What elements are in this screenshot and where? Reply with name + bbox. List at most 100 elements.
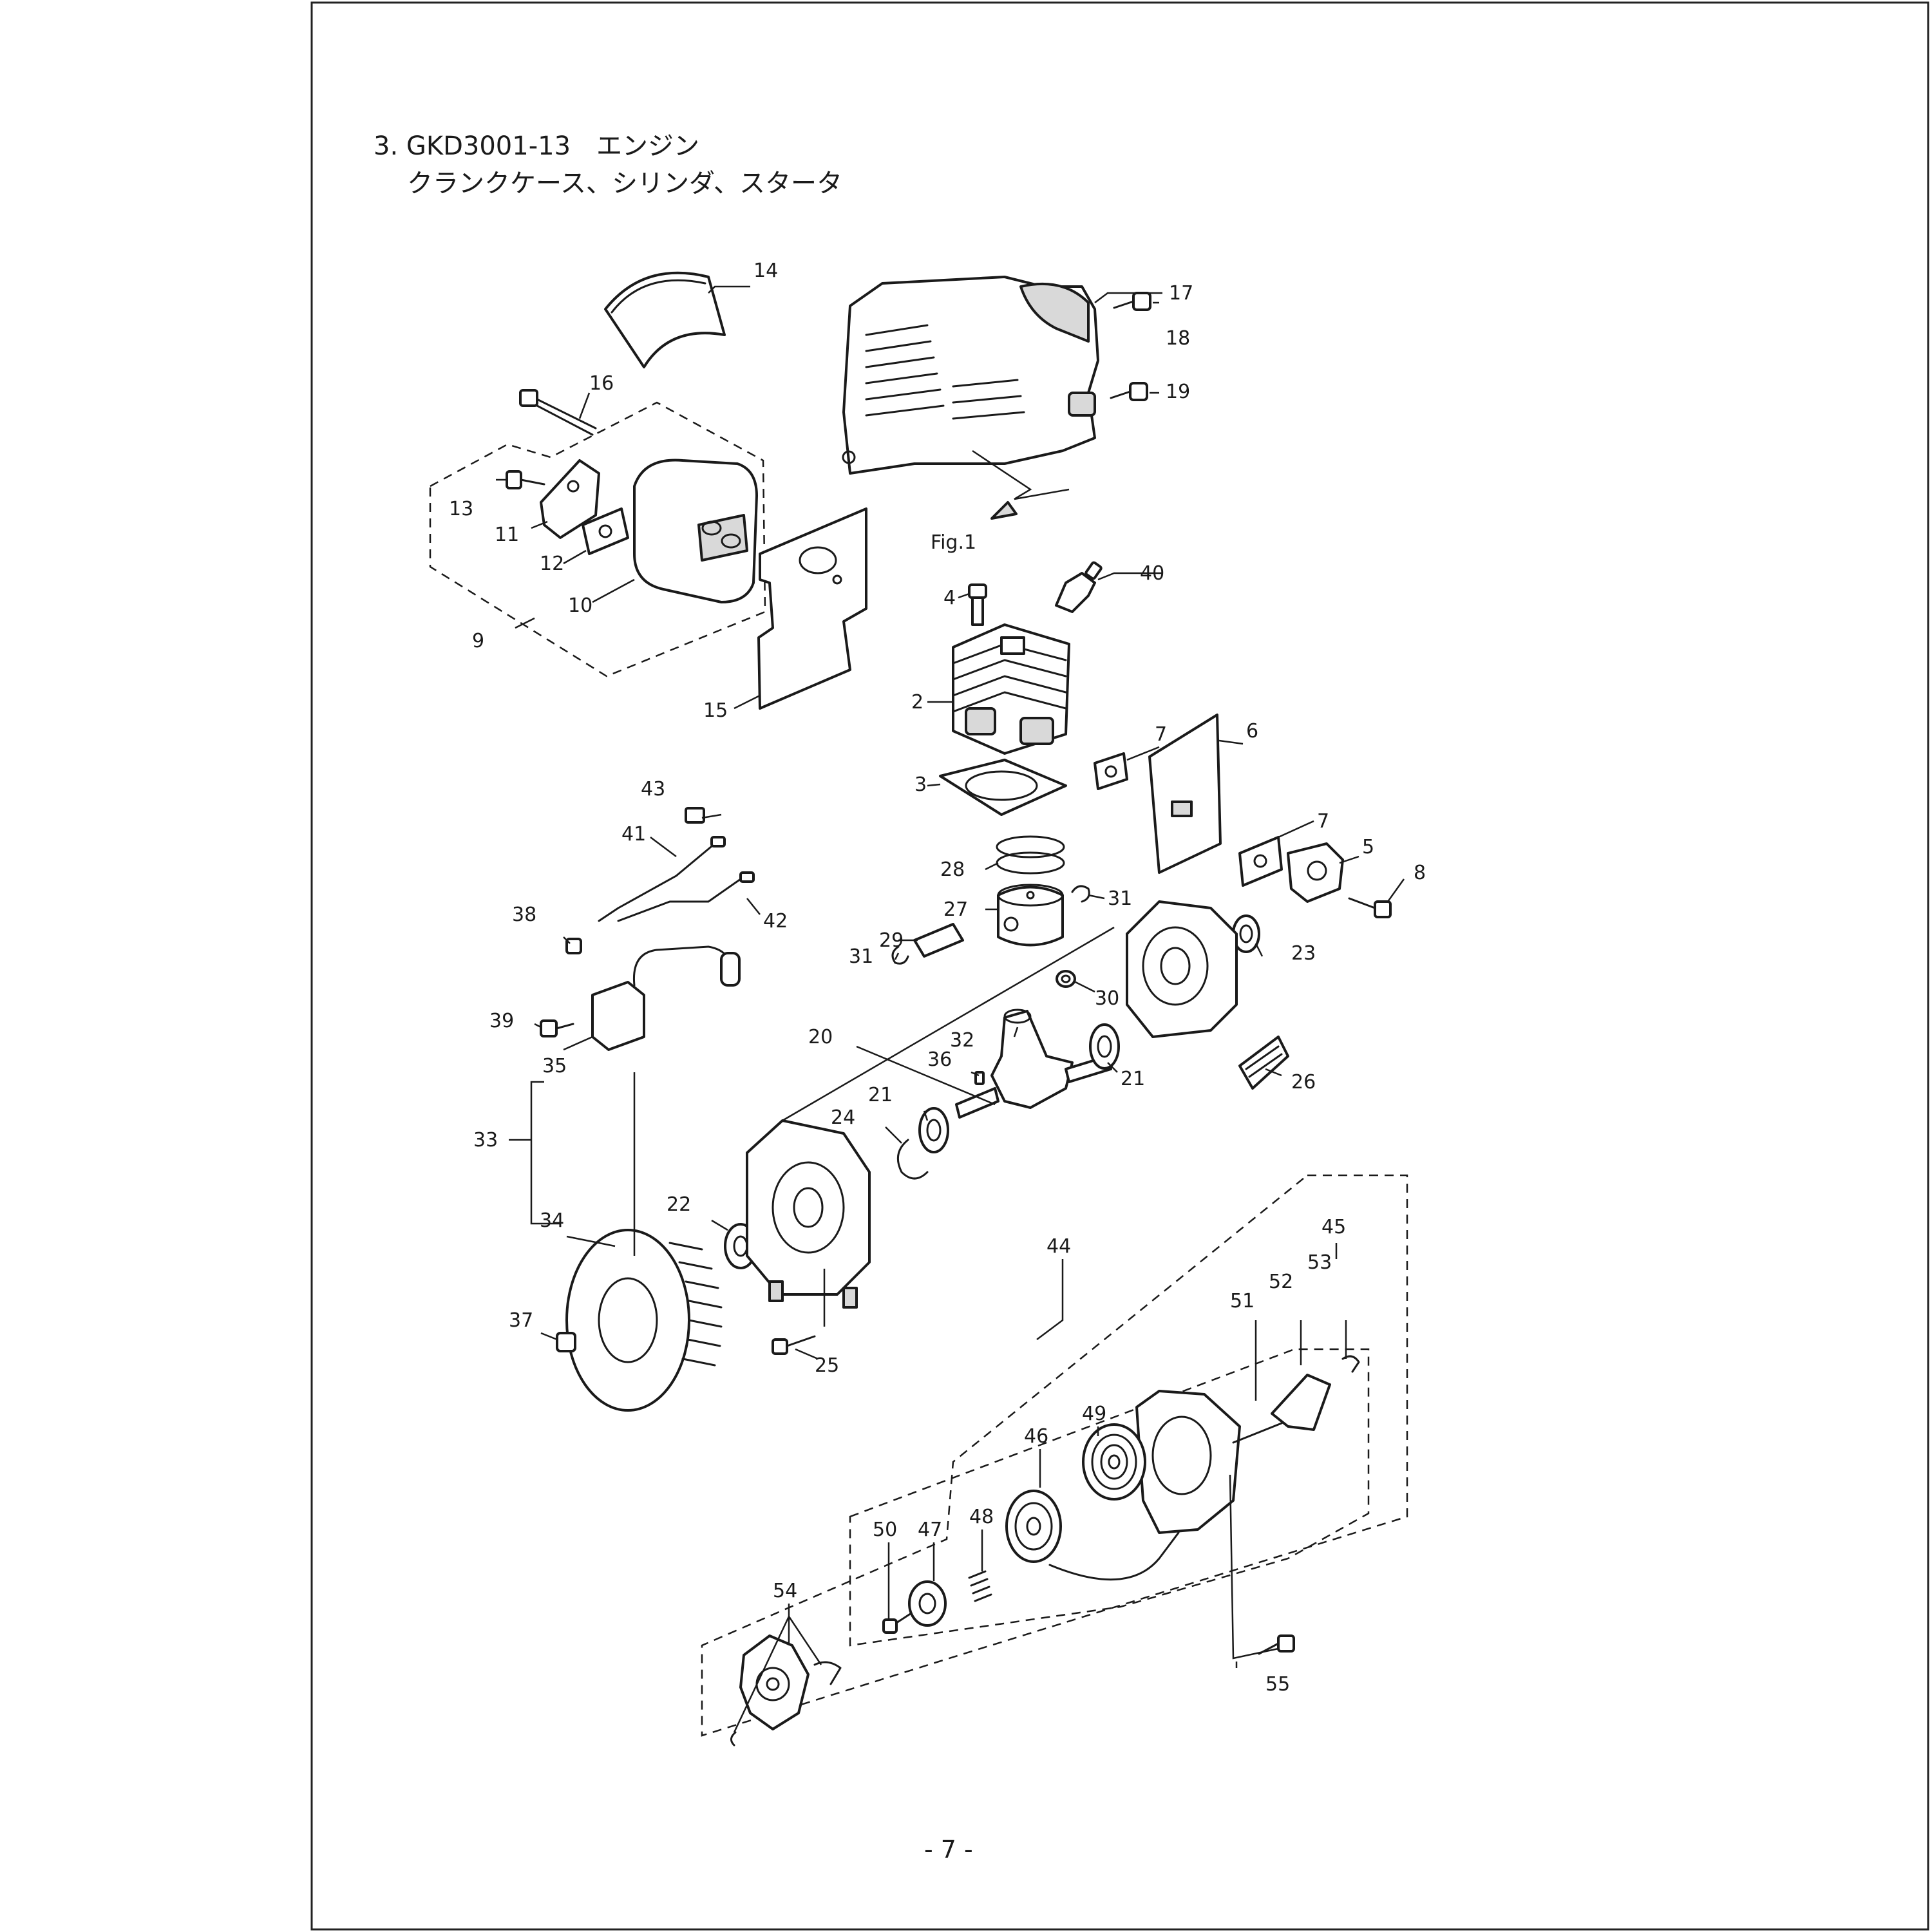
muffler-bracket-part-11 [540,459,600,539]
callout-20: 20 [808,1026,833,1048]
callout-13: 13 [449,498,473,520]
callout-16: 16 [589,372,614,395]
callout-14: 14 [753,260,778,282]
return-spring-part-48 [968,1570,992,1602]
cylinder-gasket-part-3 [939,759,1067,816]
fig1-reference-arrow [972,450,1070,500]
callout-50: 50 [873,1519,897,1541]
callout-39: 39 [489,1010,514,1032]
callout-34: 34 [540,1209,564,1232]
page-border [310,1,1929,1931]
callout-25: 25 [815,1354,839,1377]
callout-45: 45 [1321,1216,1346,1238]
guide-plate-part-6 [1148,714,1222,874]
callout-52: 52 [1269,1271,1293,1293]
callout-51: 51 [1230,1290,1255,1312]
callout-2: 2 [911,691,923,714]
callout-46: 46 [1024,1425,1048,1448]
callout-24: 24 [831,1106,855,1129]
callout-5: 5 [1362,836,1374,858]
callout-6: 6 [1246,720,1258,743]
snap-ring-part-24 [896,1139,929,1180]
crankcase-right-half [1126,900,1238,1038]
flywheel-part-34 [565,1229,723,1412]
bearing-part-21-left [918,1107,949,1153]
callout-38: 38 [512,904,536,926]
bolt-part-39 [540,1019,574,1037]
insulator-gasket-part-7-lower [1238,836,1283,887]
callout-15: 15 [703,699,728,722]
callout-23: 23 [1291,942,1316,965]
clip-part-43 [685,807,705,824]
screw-part-18 [1113,292,1151,311]
callout-26: 26 [1291,1071,1316,1094]
stop-wire-part-41 [598,836,726,922]
callout-17: 17 [1169,282,1193,305]
callout-48: 48 [969,1506,994,1528]
piston-clip-part-31-left [891,945,909,965]
stop-wire-part-42 [617,871,755,922]
callout-53: 53 [1307,1251,1332,1274]
callout-44: 44 [1046,1235,1071,1258]
callout-7-upper: 7 [1155,723,1167,746]
ratchet-part-47 [908,1580,947,1627]
spark-plug-part-40 [1055,561,1103,613]
callout-55: 55 [1265,1673,1290,1696]
callout-47: 47 [918,1519,942,1541]
muffler-assembly-group-outline [429,401,766,677]
reel-part-46 [1005,1490,1180,1581]
screw-part-19 [1110,382,1148,401]
decompression-valve-part-4 [968,583,987,626]
callout-36: 36 [927,1048,952,1071]
callout-21-right: 21 [1121,1068,1145,1090]
callout-54: 54 [773,1580,797,1602]
callout-11: 11 [495,524,519,546]
callout-3: 3 [914,773,927,796]
callout-4: 4 [943,587,956,609]
callout-27: 27 [943,898,968,921]
callout-33: 33 [473,1129,498,1151]
engine-cover-part-17 [842,276,1099,475]
callout-41: 41 [621,823,646,846]
bolt-part-8 [1348,897,1392,918]
callout-31-right: 31 [1108,887,1132,910]
needle-bearing-part-30 [1056,970,1076,988]
piston-clip-part-31-right [1071,885,1090,903]
recoil-spring-part-49 [1082,1423,1146,1501]
bolt-part-13 [506,470,545,489]
callout-42: 42 [763,910,788,933]
muffler-body-part-10 [633,459,758,603]
heat-shield-part-15 [757,507,867,710]
callout-37: 37 [509,1309,533,1332]
callout-49: 49 [1082,1403,1106,1425]
callout-40: 40 [1140,562,1164,585]
part-callouts: 14 17 18 19 16 13 11 12 10 9 15 40 4 2 3… [449,260,1426,1696]
insulator-part-5 [1287,842,1344,903]
starter-case-part-51 [1135,1390,1283,1534]
muffler-gasket-part-12 [582,507,629,555]
callout-19: 19 [1166,381,1190,403]
piston-pin-part-29 [913,923,964,958]
diagram-title-line1: 3. GKD3001-13 エンジン [374,131,699,161]
piston-part-27 [997,884,1064,947]
callout-32: 32 [950,1029,974,1052]
page-number: - 7 - [924,1835,973,1864]
reed-valve-part-26 [1238,1036,1289,1090]
callout-18: 18 [1166,327,1190,350]
starter-pulley-part-54 [730,1634,842,1747]
callout-28: 28 [940,858,965,881]
bearing-part-21-right [1089,1023,1120,1070]
rope-guide-part-53 [1341,1355,1360,1373]
diagram-title-line2: クランクケース、シリンダ、スタータ [407,169,842,198]
spacer-part-38 [565,938,582,954]
callout-30: 30 [1095,987,1119,1010]
crankcase-left-half [746,1119,871,1309]
fig1-label: Fig.1 [931,531,976,554]
leader-lines [496,285,1405,1733]
bolt-part-25 [772,1335,816,1355]
muffler-cover-part-14 [604,271,726,368]
callout-22: 22 [667,1193,691,1216]
starter-handle-part-52 [1271,1374,1331,1431]
screw-part-50 [882,1612,913,1634]
callout-9: 9 [472,630,484,652]
